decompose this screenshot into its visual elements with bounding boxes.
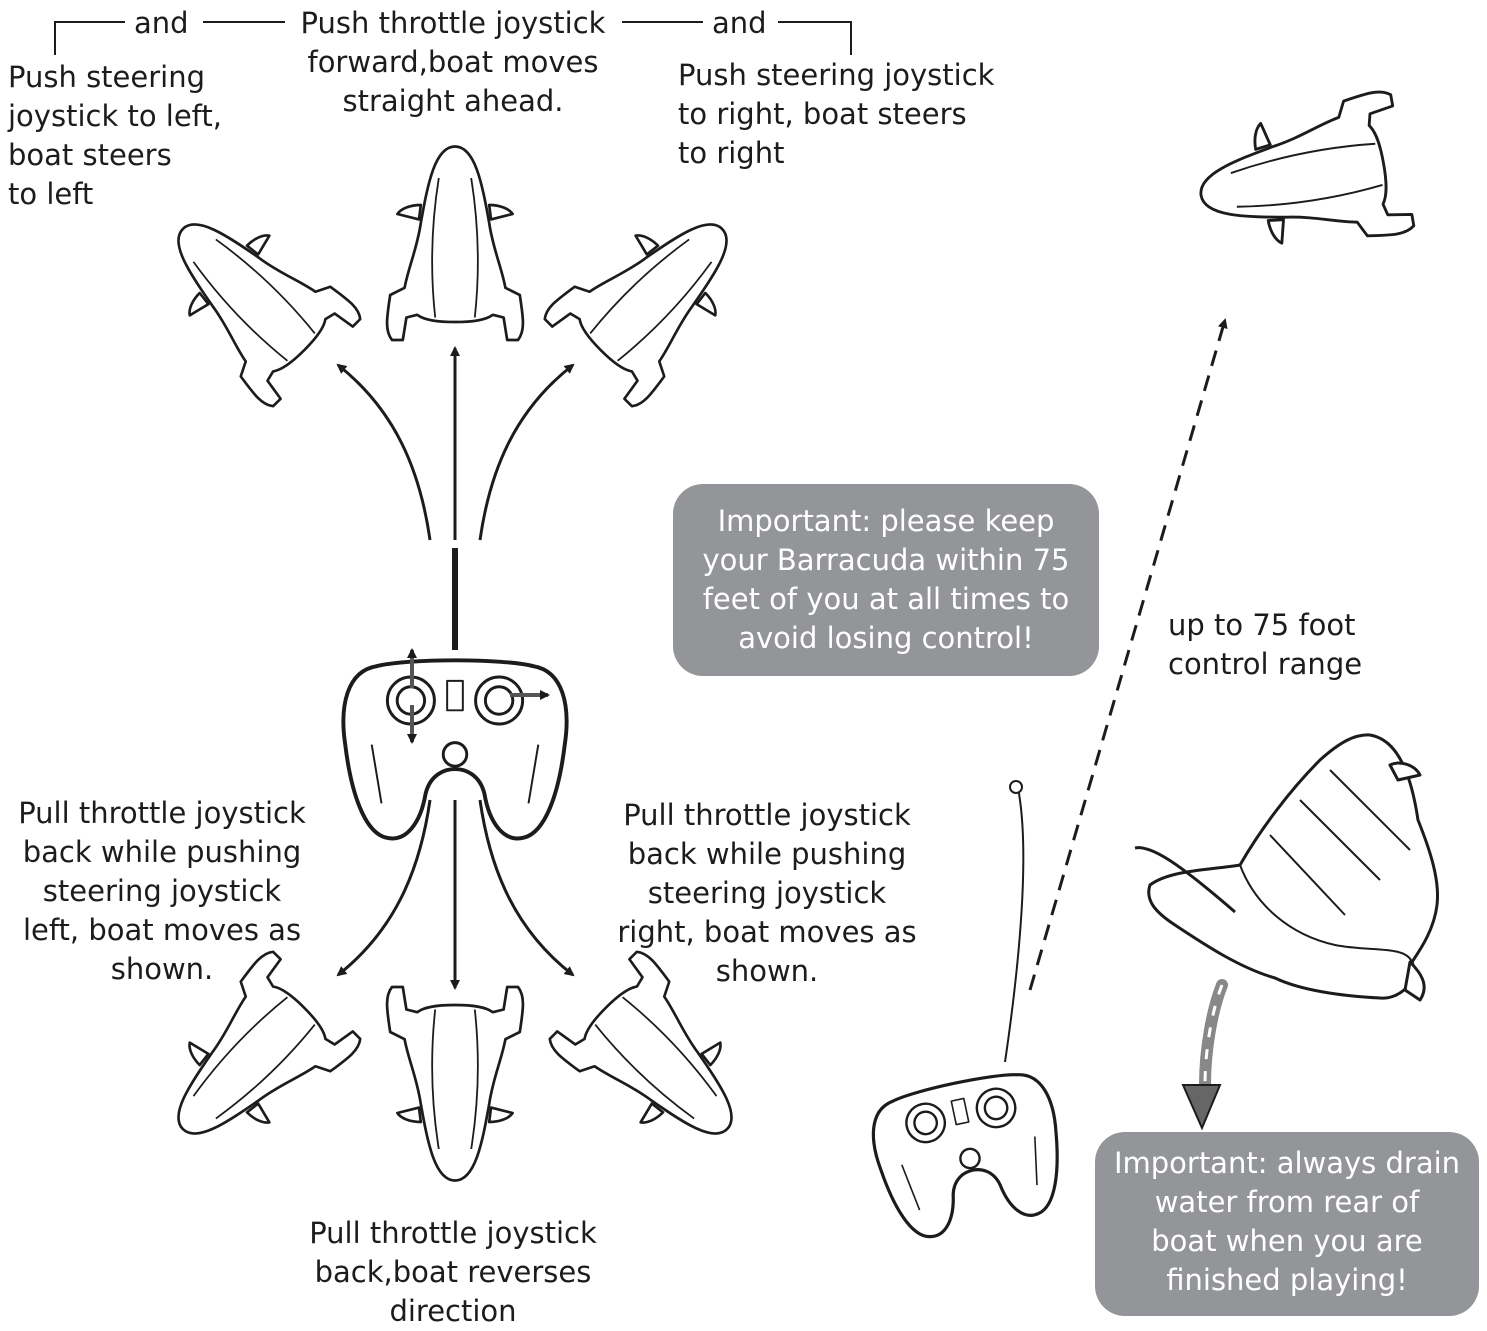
right-and-connector: and	[712, 4, 767, 43]
forward-label: Push throttle joystick forward,boat move…	[288, 4, 618, 121]
range-warning-callout: Important: please keep your Barracuda wi…	[673, 484, 1099, 676]
back-left-label: Pull throttle joystick back while pushin…	[6, 794, 318, 989]
steer-right-label: Push steering joystick to right, boat st…	[678, 56, 994, 173]
reverse-label: Pull throttle joystick back,boat reverse…	[298, 1214, 608, 1331]
back-right-label: Pull throttle joystick back while pushin…	[610, 796, 924, 991]
drain-warning-callout: Important: always drain water from rear …	[1095, 1132, 1479, 1316]
steer-left-label: Push steering joystick to left, boat ste…	[8, 58, 222, 214]
left-and-connector: and	[134, 4, 189, 43]
control-range-label: up to 75 foot control range	[1168, 606, 1362, 684]
